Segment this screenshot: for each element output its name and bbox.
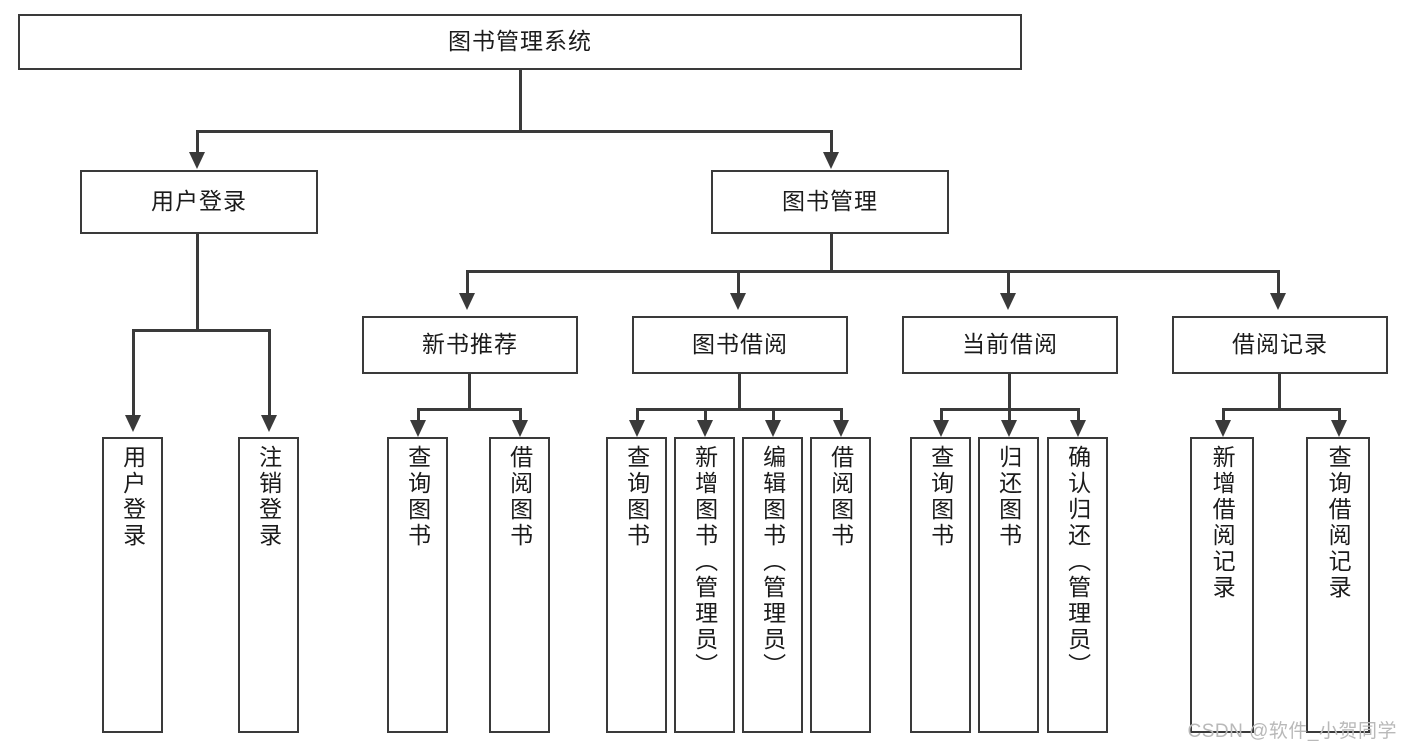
node-label: 查询借阅记录 — [1325, 445, 1352, 601]
connector-drop-bb-borrow — [840, 408, 843, 422]
arrowhead-borrow-record — [1270, 293, 1286, 310]
node-label: 查询图书 — [927, 445, 954, 549]
node-label: 图书借阅 — [692, 331, 788, 358]
connector-drop-leaf-logout — [268, 329, 271, 417]
connector-drop-bb-add — [704, 408, 707, 422]
connector-drop-br-query — [1338, 408, 1341, 422]
connector-drop-br-add — [1222, 408, 1225, 422]
arrowhead-bb-edit — [765, 420, 781, 437]
arrowhead-leaf-logout — [261, 415, 277, 432]
leaf-cb-query-book[interactable]: 查询图书 — [910, 437, 971, 733]
arrowhead-book-manage — [823, 152, 839, 169]
arrowhead-cb-query — [933, 420, 949, 437]
node-user-login[interactable]: 用户登录 — [80, 170, 318, 234]
connector-borrow-record-stem — [1278, 374, 1281, 410]
node-borrow-record[interactable]: 借阅记录 — [1172, 316, 1388, 374]
connector-drop-borrow-record — [1277, 270, 1280, 295]
node-label: 借阅图书 — [827, 445, 854, 549]
node-label: 借阅记录 — [1232, 331, 1328, 358]
connector-drop-cb-confirm — [1077, 408, 1080, 422]
node-new-book-recommend[interactable]: 新书推荐 — [362, 316, 578, 374]
node-label: 图书管理系统 — [448, 28, 592, 55]
connector-borrow-record-bus — [1222, 408, 1340, 411]
connector-drop-nb-borrow — [519, 408, 522, 422]
node-label: 图书管理 — [782, 188, 878, 215]
node-label: 新增借阅记录 — [1209, 445, 1236, 601]
connector-drop-cb-query — [940, 408, 943, 422]
node-label: 新增图书（管理员） — [691, 445, 718, 679]
leaf-bb-edit-book[interactable]: 编辑图书（管理员） — [742, 437, 803, 733]
connector-drop-bb-edit — [772, 408, 775, 422]
connector-drop-new-book — [466, 270, 469, 295]
connector-level3-bus — [466, 270, 1280, 273]
connector-book-borrow-stem — [738, 374, 741, 410]
arrowhead-cb-confirm — [1070, 420, 1086, 437]
arrowhead-br-query — [1331, 420, 1347, 437]
connector-level2-bus — [196, 130, 833, 133]
node-label: 新书推荐 — [422, 331, 518, 358]
connector-current-borrow-stem — [1008, 374, 1011, 410]
node-book-borrow[interactable]: 图书借阅 — [632, 316, 848, 374]
arrowhead-bb-add — [697, 420, 713, 437]
connector-drop-current-borrow — [1007, 270, 1010, 295]
connector-user-login-bus — [132, 329, 271, 332]
arrowhead-cb-return — [1001, 420, 1017, 437]
connector-drop-book-manage — [830, 130, 833, 154]
node-label: 查询图书 — [623, 445, 650, 549]
connector-root-stem — [519, 70, 522, 132]
leaf-cb-confirm-return[interactable]: 确认归还（管理员） — [1047, 437, 1108, 733]
arrowhead-nb-borrow — [512, 420, 528, 437]
node-label: 编辑图书（管理员） — [759, 445, 786, 679]
connector-drop-bb-query — [636, 408, 639, 422]
connector-drop-user-login — [196, 130, 199, 154]
node-label: 用户登录 — [119, 445, 146, 549]
arrowhead-user-login — [189, 152, 205, 169]
node-label: 当前借阅 — [962, 331, 1058, 358]
node-label: 注销登录 — [255, 445, 282, 549]
leaf-nb-borrow-book[interactable]: 借阅图书 — [489, 437, 550, 733]
arrowhead-leaf-user-login — [125, 415, 141, 432]
connector-new-book-stem — [468, 374, 471, 410]
node-label: 确认归还（管理员） — [1064, 445, 1091, 679]
leaf-bb-borrow-book[interactable]: 借阅图书 — [810, 437, 871, 733]
arrowhead-current-borrow — [1000, 293, 1016, 310]
node-root-system[interactable]: 图书管理系统 — [18, 14, 1022, 70]
node-current-borrow[interactable]: 当前借阅 — [902, 316, 1118, 374]
connector-book-borrow-bus — [636, 408, 843, 411]
arrowhead-bb-borrow — [833, 420, 849, 437]
connector-drop-book-borrow — [737, 270, 740, 295]
connector-new-book-bus — [417, 408, 522, 411]
leaf-br-add-record[interactable]: 新增借阅记录 — [1190, 437, 1254, 733]
arrowhead-nb-query — [410, 420, 426, 437]
leaf-nb-query-book[interactable]: 查询图书 — [387, 437, 448, 733]
connector-drop-leaf-user-login — [132, 329, 135, 417]
leaf-cb-return-book[interactable]: 归还图书 — [978, 437, 1039, 733]
node-label: 借阅图书 — [506, 445, 533, 549]
node-label: 归还图书 — [995, 445, 1022, 549]
connector-user-login-stem — [196, 234, 199, 331]
node-label: 查询图书 — [404, 445, 431, 549]
leaf-logout[interactable]: 注销登录 — [238, 437, 299, 733]
connector-book-manage-stem — [830, 234, 833, 272]
arrowhead-bb-query — [629, 420, 645, 437]
connector-drop-nb-query — [417, 408, 420, 422]
leaf-user-login[interactable]: 用户登录 — [102, 437, 163, 733]
leaf-bb-add-book[interactable]: 新增图书（管理员） — [674, 437, 735, 733]
arrowhead-book-borrow — [730, 293, 746, 310]
connector-drop-cb-return — [1008, 408, 1011, 422]
leaf-bb-query-book[interactable]: 查询图书 — [606, 437, 667, 733]
node-book-management[interactable]: 图书管理 — [711, 170, 949, 234]
node-label: 用户登录 — [151, 188, 247, 215]
leaf-br-query-record[interactable]: 查询借阅记录 — [1306, 437, 1370, 733]
arrowhead-new-book — [459, 293, 475, 310]
arrowhead-br-add — [1215, 420, 1231, 437]
